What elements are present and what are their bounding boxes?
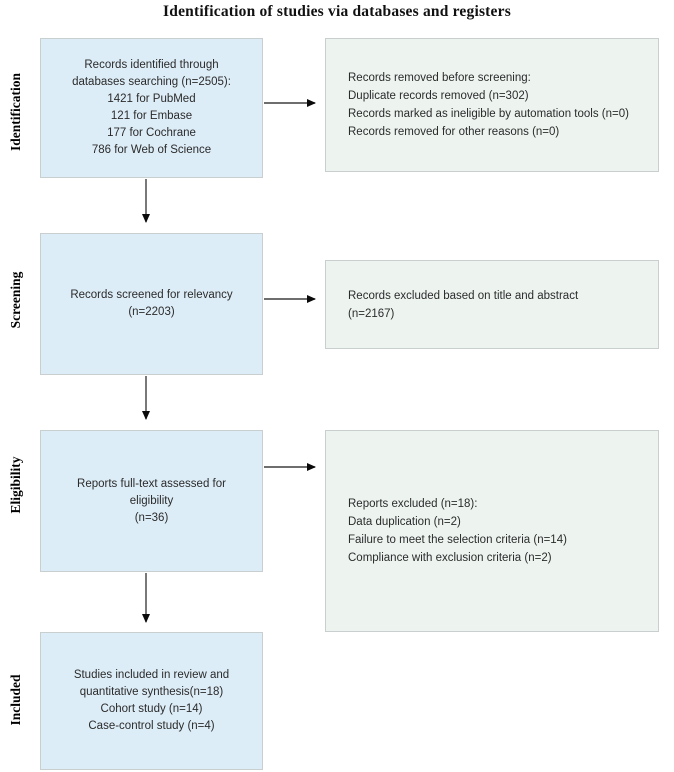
- box-records-excluded: Records excluded based on title and abst…: [325, 260, 659, 349]
- stage-label-included: Included: [8, 674, 23, 726]
- text-line: Reports full-text assessed for: [77, 477, 226, 490]
- text-line: Reports excluded (n=18):: [348, 498, 478, 510]
- text-line: eligibility: [129, 494, 174, 507]
- text-line: (n=2167): [348, 307, 395, 320]
- box-records-identified: Records identified through databases sear…: [40, 38, 263, 178]
- text-line: Records removed for other reasons (n=0): [348, 126, 560, 138]
- box-records-removed: Records removed before screening: Duplica…: [325, 38, 659, 172]
- stage-label-identification: Identification: [8, 72, 23, 152]
- text-line: 1421 for PubMed: [107, 93, 196, 105]
- text-line: Studies included in review and: [73, 669, 230, 681]
- text-line: (n=2203): [128, 306, 175, 318]
- text-line: Records marked as ineligible by automati…: [348, 108, 629, 120]
- text-line: Cohort study (n=14): [100, 703, 203, 715]
- stage-label-eligibility: Eligibility: [8, 456, 23, 514]
- text-line: Case-control study (n=4): [88, 720, 215, 732]
- box-reports-assessed: Reports full-text assessed for eligibilit…: [40, 430, 263, 572]
- text-line: 177 for Cochrane: [107, 127, 196, 139]
- text-line: databases searching (n=2505):: [72, 76, 231, 88]
- text-line: Data duplication (n=2): [348, 516, 461, 528]
- text-line: Records screened for relevancy: [70, 289, 233, 301]
- text-line: Failure to meet the selection criteria (…: [348, 534, 567, 546]
- box-records-screened: Records screened for relevancy (n=2203): [40, 233, 263, 375]
- text-line: Duplicate records removed (n=302): [348, 90, 529, 102]
- text-line: Compliance with exclusion criteria (n=2): [348, 552, 552, 564]
- text-line: Records excluded based on title and abst…: [348, 289, 579, 302]
- box-studies-included: Studies included in review and quantitati…: [40, 632, 263, 770]
- text-line: quantitative synthesis(n=18): [79, 686, 224, 698]
- diagram-title: Identification of studies via databases …: [163, 3, 511, 20]
- text-line: 121 for Embase: [110, 110, 193, 122]
- text-line: Records identified through: [84, 59, 219, 71]
- text-line: Records removed before screening:: [348, 72, 531, 84]
- text-line: 786 for Web of Science: [91, 144, 212, 156]
- box-reports-excluded: Reports excluded (n=18): Data duplication…: [325, 430, 659, 632]
- stage-label-screening: Screening: [8, 271, 23, 329]
- text-line: (n=36): [134, 511, 169, 524]
